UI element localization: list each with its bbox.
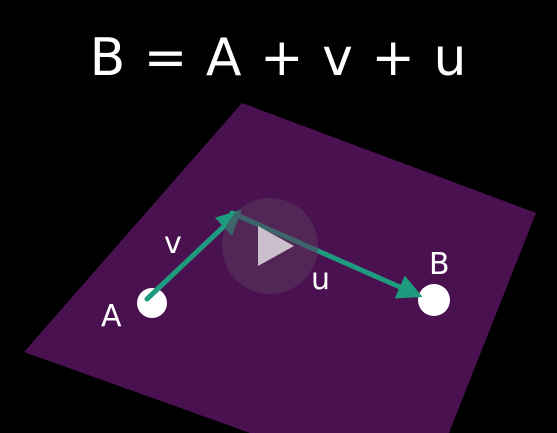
point-a — [137, 288, 167, 318]
vector-v — [144, 209, 242, 302]
label-b: B — [429, 247, 450, 282]
label-v: v — [164, 226, 182, 261]
play-button[interactable] — [222, 198, 318, 294]
play-icon — [222, 198, 318, 294]
label-a: A — [101, 299, 122, 334]
label-u: u — [311, 262, 330, 297]
point-b — [418, 284, 450, 316]
equation-title: B = A + v + u — [89, 28, 468, 88]
